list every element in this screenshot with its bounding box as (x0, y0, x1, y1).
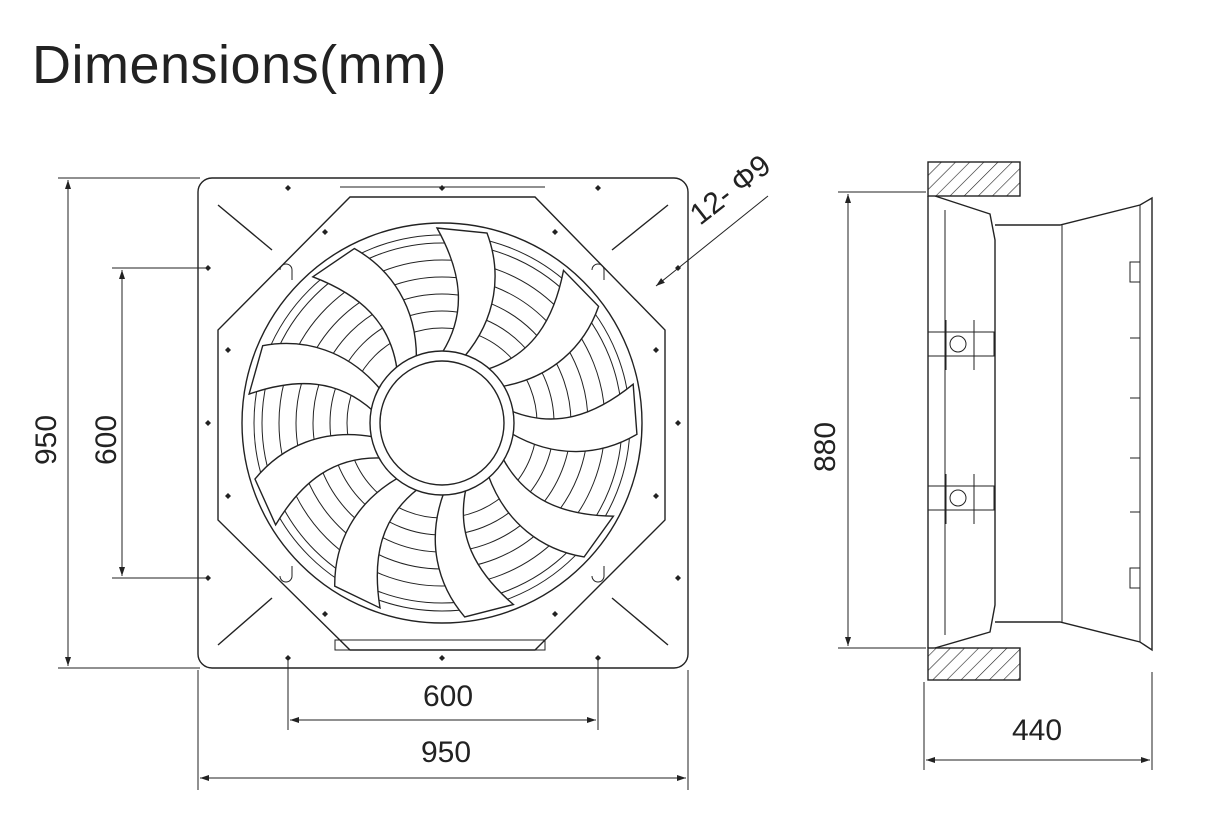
fan-blade (254, 433, 383, 527)
holes-callout: 12- Φ9 (684, 149, 777, 232)
mounting-hole (595, 185, 601, 191)
fan-blade (334, 476, 420, 610)
mounting-hole (285, 655, 291, 661)
wall-section-top (927, 161, 1021, 197)
dim-side-height: 880 (809, 422, 842, 472)
mounting-hole (595, 655, 601, 661)
mounting-holes (205, 185, 681, 661)
mounting-hole (205, 420, 211, 426)
mounting-hole (675, 575, 681, 581)
mounting-hole (653, 493, 659, 499)
fan-blades (248, 227, 638, 618)
fan-blade (510, 382, 638, 453)
duct (995, 196, 1153, 652)
mounting-hole (653, 347, 659, 353)
dim-overall-width: 950 (421, 736, 471, 769)
mounting-hole (322, 229, 328, 235)
dim-hole-spacing-vertical: 600 (90, 415, 123, 465)
mounting-hole (285, 185, 291, 191)
mounting-hole (552, 611, 558, 617)
wall-section-bottom (927, 647, 1021, 681)
mounting-hole (439, 185, 445, 191)
page-title: Dimensions(mm) (32, 35, 448, 95)
fan-blade (248, 342, 382, 413)
side-view: 880 440 (809, 161, 1153, 770)
mounting-hole (439, 655, 445, 661)
fan-blade (311, 247, 418, 371)
fan-blade (434, 487, 515, 618)
fan-blade (487, 456, 615, 558)
mounting-hole (322, 611, 328, 617)
dim-overall-height: 950 (30, 415, 63, 465)
mounting-hole (675, 420, 681, 426)
motor-hub (369, 350, 515, 496)
fan-blade (435, 227, 496, 358)
mounting-hole (552, 229, 558, 235)
front-view (197, 177, 689, 669)
fan-blade (485, 268, 600, 388)
mounting-plate (197, 177, 689, 669)
dim-side-depth: 440 (1012, 714, 1062, 747)
dim-hole-spacing-horizontal: 600 (423, 680, 473, 713)
mounting-hole (225, 493, 231, 499)
fan-ring (241, 222, 643, 624)
mounting-hole (225, 347, 231, 353)
